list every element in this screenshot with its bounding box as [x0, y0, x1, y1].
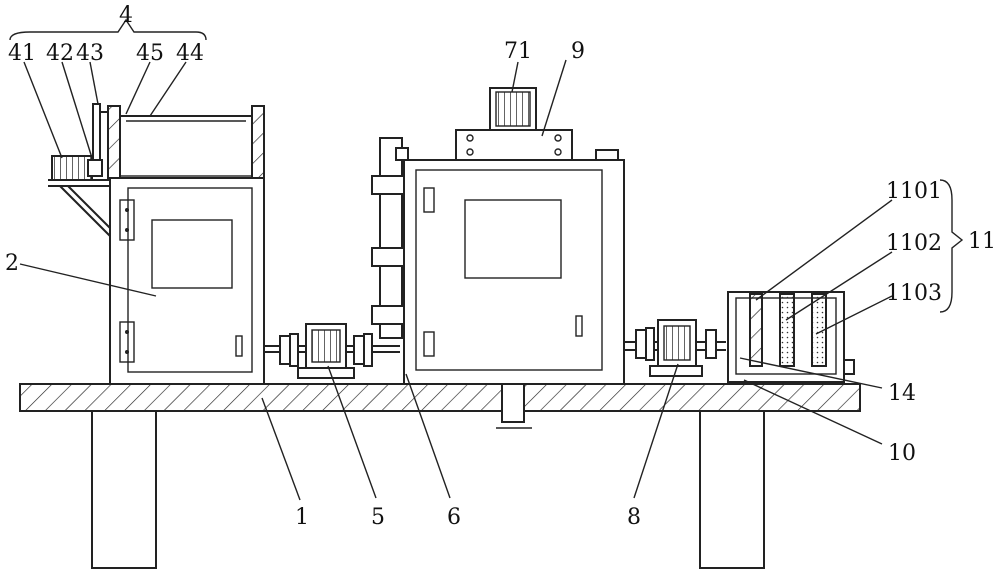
pump-5	[264, 323, 400, 379]
leader-lines	[9, 18, 964, 501]
label-6: 6	[447, 505, 461, 530]
label-10: 10	[888, 441, 916, 466]
label-14: 14	[888, 381, 916, 406]
label-1103: 1103	[886, 281, 942, 306]
main-cabinet	[403, 87, 625, 429]
label-2: 2	[5, 251, 19, 276]
label-45: 45	[136, 41, 164, 66]
label-11: 11	[968, 229, 996, 254]
label-41: 41	[8, 41, 36, 66]
work-table	[19, 383, 861, 569]
label-44: 44	[176, 41, 204, 66]
part-labels: 4 41 42 43 45 44 71 9 1101 1102 1103 11 …	[5, 3, 996, 530]
label-43: 43	[76, 41, 104, 66]
label-9: 9	[571, 39, 585, 64]
connecting-pipe	[371, 137, 409, 339]
label-1101: 1101	[886, 179, 942, 204]
label-1: 1	[295, 505, 309, 530]
label-71: 71	[504, 39, 532, 64]
label-8: 8	[627, 505, 641, 530]
feed-assembly	[48, 103, 265, 237]
pump-8	[624, 319, 726, 377]
label-42: 42	[46, 41, 74, 66]
left-cabinet	[109, 177, 265, 385]
label-4: 4	[119, 3, 133, 28]
label-1102: 1102	[886, 231, 942, 256]
label-5: 5	[371, 505, 385, 530]
filter-box	[727, 291, 855, 383]
